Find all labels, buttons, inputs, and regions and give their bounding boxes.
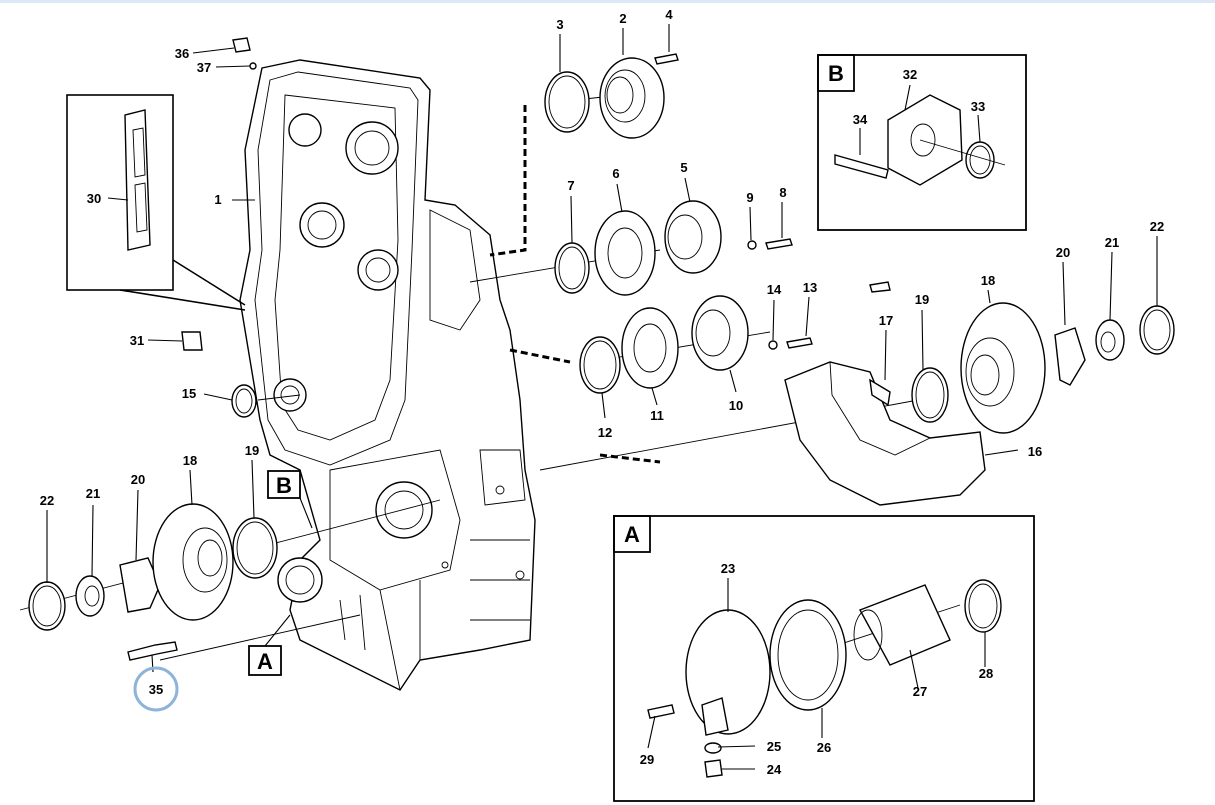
- output-flange-right: [784, 281, 1175, 506]
- label-part-9[interactable]: 9: [746, 190, 753, 205]
- cover-assembly-middle: [554, 200, 793, 296]
- label-part-34[interactable]: 34: [853, 112, 868, 127]
- label-part-30[interactable]: 30: [87, 191, 101, 206]
- callout-b-letter[interactable]: B: [276, 473, 292, 498]
- assembly-dashed-lines: [489, 105, 661, 464]
- label-part-14[interactable]: 14: [767, 282, 782, 297]
- label-part-26[interactable]: 26: [817, 740, 831, 755]
- label-part-35[interactable]: 35: [149, 682, 163, 697]
- label-part-20-right[interactable]: 20: [1056, 245, 1070, 260]
- label-part-18-left[interactable]: 18: [183, 453, 197, 468]
- part-labels: 3 2 4 5 6 7 8 9 10 11 12 13 14 15 16 17 …: [40, 7, 1164, 777]
- label-part-36[interactable]: 36: [175, 46, 189, 61]
- label-part-13[interactable]: 13: [803, 280, 817, 295]
- detail-a-letter[interactable]: A: [624, 522, 640, 547]
- transmission-housing: [239, 59, 536, 691]
- label-part-25[interactable]: 25: [767, 739, 781, 754]
- label-part-18-right[interactable]: 18: [981, 273, 995, 288]
- label-part-37[interactable]: 37: [197, 60, 211, 75]
- label-part-28[interactable]: 28: [979, 666, 993, 681]
- top-border: [0, 0, 1215, 3]
- label-part-10[interactable]: 10: [729, 398, 743, 413]
- output-flange-left: [28, 503, 278, 661]
- detail-b-letter[interactable]: B: [828, 61, 844, 86]
- detail-box-a: [613, 515, 1035, 802]
- label-part-19-right[interactable]: 19: [915, 292, 929, 307]
- label-part-24[interactable]: 24: [767, 762, 782, 777]
- label-part-6[interactable]: 6: [612, 166, 619, 181]
- label-part-3[interactable]: 3: [556, 17, 563, 32]
- label-part-12[interactable]: 12: [598, 425, 612, 440]
- label-part-20-left[interactable]: 20: [131, 472, 145, 487]
- callout-boxes: [248, 470, 313, 676]
- label-part-8[interactable]: 8: [779, 185, 786, 200]
- label-part-33[interactable]: 33: [971, 99, 985, 114]
- callout-a-letter[interactable]: A: [257, 649, 273, 674]
- label-part-22-right[interactable]: 22: [1150, 219, 1164, 234]
- label-part-32[interactable]: 32: [903, 67, 917, 82]
- label-part-2[interactable]: 2: [619, 11, 626, 26]
- label-part-17[interactable]: 17: [879, 313, 893, 328]
- label-part-19-left[interactable]: 19: [245, 443, 259, 458]
- inset-part-30: [66, 94, 246, 311]
- label-part-21-left[interactable]: 21: [86, 486, 100, 501]
- label-part-31[interactable]: 31: [130, 333, 144, 348]
- label-part-22-left[interactable]: 22: [40, 493, 54, 508]
- detail-box-b: [817, 54, 1027, 231]
- detail-letters: B A B A: [257, 61, 844, 674]
- label-part-1[interactable]: 1: [214, 192, 221, 207]
- label-part-27[interactable]: 27: [913, 684, 927, 699]
- small-parts: [181, 37, 257, 418]
- label-part-5[interactable]: 5: [680, 160, 687, 175]
- label-part-29[interactable]: 29: [640, 752, 654, 767]
- label-part-21-right[interactable]: 21: [1105, 235, 1119, 250]
- label-part-4[interactable]: 4: [665, 7, 673, 22]
- label-part-23[interactable]: 23: [721, 561, 735, 576]
- cover-assembly-top: [544, 53, 679, 139]
- highlight-circle: [133, 666, 179, 712]
- label-part-15[interactable]: 15: [182, 386, 196, 401]
- label-part-7[interactable]: 7: [567, 178, 574, 193]
- label-part-16[interactable]: 16: [1028, 444, 1042, 459]
- label-part-11[interactable]: 11: [650, 408, 664, 423]
- leader-lines: [46, 24, 1158, 770]
- cover-assembly-lower: [579, 295, 813, 394]
